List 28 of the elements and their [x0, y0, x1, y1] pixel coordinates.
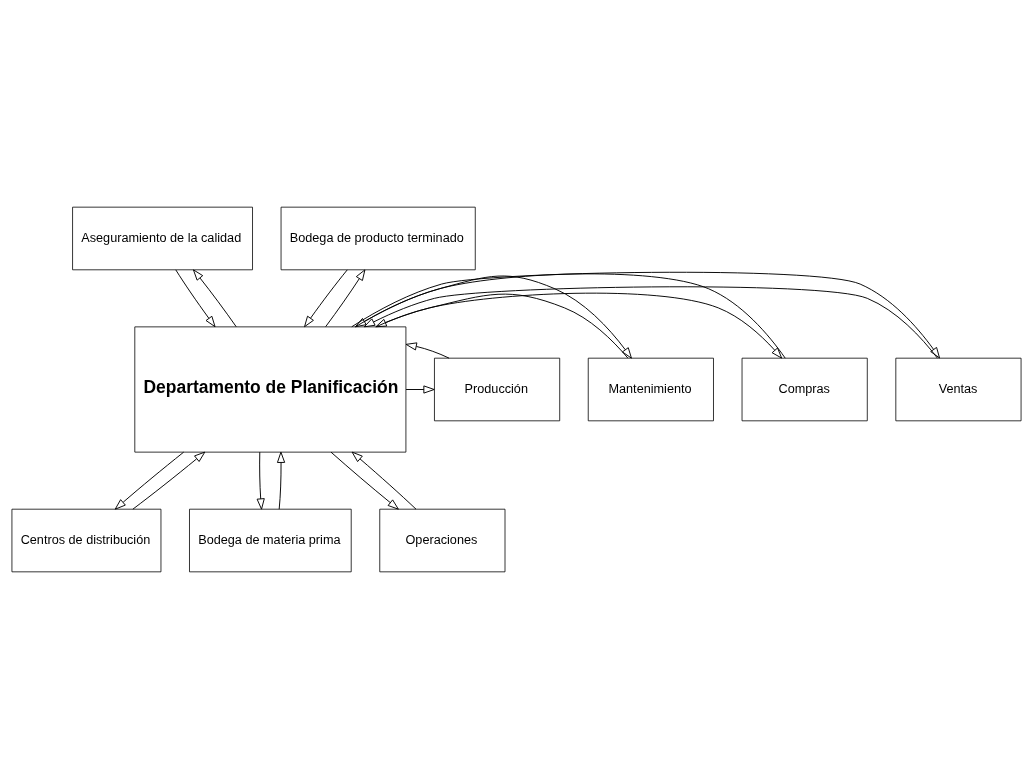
node-box: Aseguramiento de la calidad	[72, 206, 253, 270]
node-box: Operaciones	[379, 508, 506, 572]
arrow	[375, 293, 629, 359]
arrow	[132, 451, 206, 510]
arrow	[375, 292, 783, 359]
arrow	[354, 275, 632, 359]
arrow	[276, 451, 286, 510]
arrow	[354, 272, 786, 359]
arrow	[363, 285, 938, 359]
node-box: Departamento de Planificación	[134, 325, 407, 453]
node-box: Bodega de producto terminado	[280, 206, 476, 270]
arrow	[192, 268, 237, 327]
node-box: Bodega de materia prima	[189, 508, 352, 572]
arrow	[304, 268, 348, 327]
node-box: Compras	[741, 357, 868, 421]
arrow	[114, 451, 185, 510]
node-box: Producción	[434, 357, 561, 421]
arrow	[325, 268, 366, 327]
arrow	[351, 451, 417, 510]
arrow	[405, 384, 435, 394]
node-box: Mantenimiento	[587, 357, 714, 421]
arrow	[405, 341, 450, 359]
arrow	[175, 268, 216, 327]
node-box: Centros de distribución	[11, 508, 162, 572]
arrow	[330, 451, 399, 510]
arrow	[256, 451, 265, 510]
arrow	[351, 271, 941, 358]
node-box: Ventas	[895, 357, 1022, 421]
